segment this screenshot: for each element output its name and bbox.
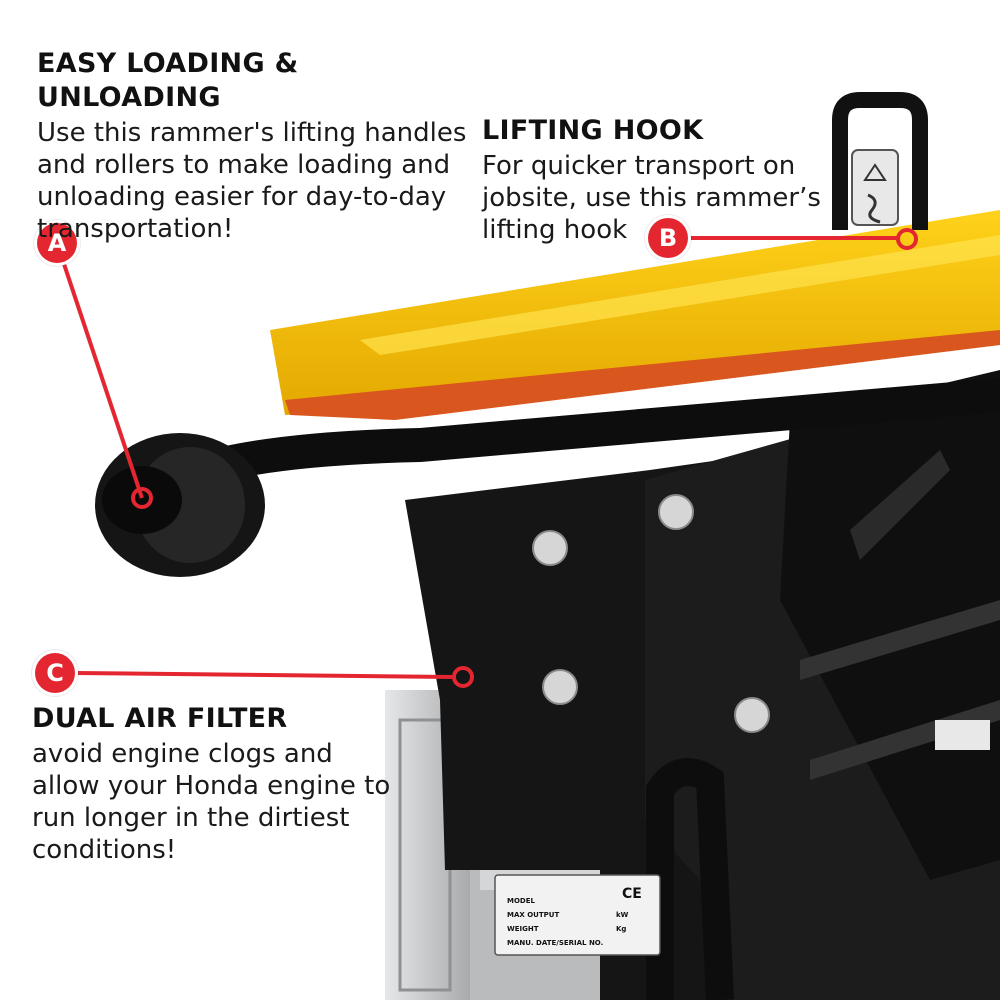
- leader-line-c: [74, 671, 453, 679]
- callout-c-line-1: avoid engine clogs and: [32, 739, 333, 769]
- callout-a-line-2: and rollers to make loading and: [37, 150, 451, 180]
- frame-bolts: [532, 494, 770, 733]
- callout-b-line-3: lifting hook: [482, 215, 628, 245]
- marker-b-badge: B: [648, 218, 688, 258]
- callout-lifting-hook: LIFTING HOOK For quicker transport on jo…: [482, 114, 822, 246]
- callout-a-body: Use this rammer's lifting handles and ro…: [37, 117, 467, 245]
- marker-c-badge: C: [35, 653, 75, 693]
- target-ring-a: [131, 487, 153, 509]
- callout-a-line-3: unloading easier for day-to-day: [37, 182, 447, 212]
- leader-line-a: [55, 242, 144, 499]
- nameplate-row-weight: WEIGHT: [507, 925, 539, 933]
- nameplate-row-model: MODEL: [507, 897, 536, 905]
- callout-b-line-1: For quicker transport on: [482, 151, 796, 181]
- ce-mark: CE: [622, 886, 642, 902]
- nameplate-unit-kw: kW: [616, 911, 629, 919]
- callout-c-heading: DUAL AIR FILTER: [32, 703, 288, 734]
- callout-dual-air-filter: DUAL AIR FILTER avoid engine clogs and a…: [32, 702, 412, 866]
- target-ring-c: [452, 666, 474, 688]
- leader-lines: [55, 236, 898, 679]
- callout-b-heading: LIFTING HOOK: [482, 115, 704, 146]
- callout-easy-loading: EASY LOADING & UNLOADING Use this rammer…: [37, 47, 467, 245]
- nameplate-unit-kg: Kg: [616, 925, 626, 933]
- black-frame: [405, 370, 1000, 1000]
- callout-a-line-4: transportation!: [37, 214, 234, 244]
- nameplate-row-serial: MANU. DATE/SERIAL NO.: [507, 939, 603, 947]
- callout-c-line-4: conditions!: [32, 835, 177, 865]
- callout-b-line-2: jobsite, use this rammer’s: [482, 183, 821, 213]
- lifting-hook: [832, 92, 928, 230]
- marker-a-badge: A: [37, 223, 77, 263]
- engine-nameplate: MODEL MAX OUTPUT WEIGHT MANU. DATE/SERIA…: [494, 874, 661, 956]
- callout-a-heading: EASY LOADING & UNLOADING: [37, 48, 299, 113]
- marker-a-letter: A: [47, 229, 67, 257]
- yellow-tank: [270, 210, 1000, 420]
- callout-c-body: avoid engine clogs and allow your Honda …: [32, 738, 412, 866]
- marker-c-letter: C: [46, 659, 64, 687]
- callout-c-line-3: run longer in the dirtiest: [32, 803, 350, 833]
- callout-b-body: For quicker transport on jobsite, use th…: [482, 150, 822, 246]
- nameplate-row-max-output: MAX OUTPUT: [507, 911, 559, 919]
- callout-c-line-2: allow your Honda engine to: [32, 771, 391, 801]
- marker-b-letter: B: [658, 224, 678, 252]
- target-ring-b: [896, 228, 918, 250]
- callout-a-line-1: Use this rammer's lifting handles: [37, 118, 467, 148]
- handle-bar-and-roller: [95, 378, 1000, 1000]
